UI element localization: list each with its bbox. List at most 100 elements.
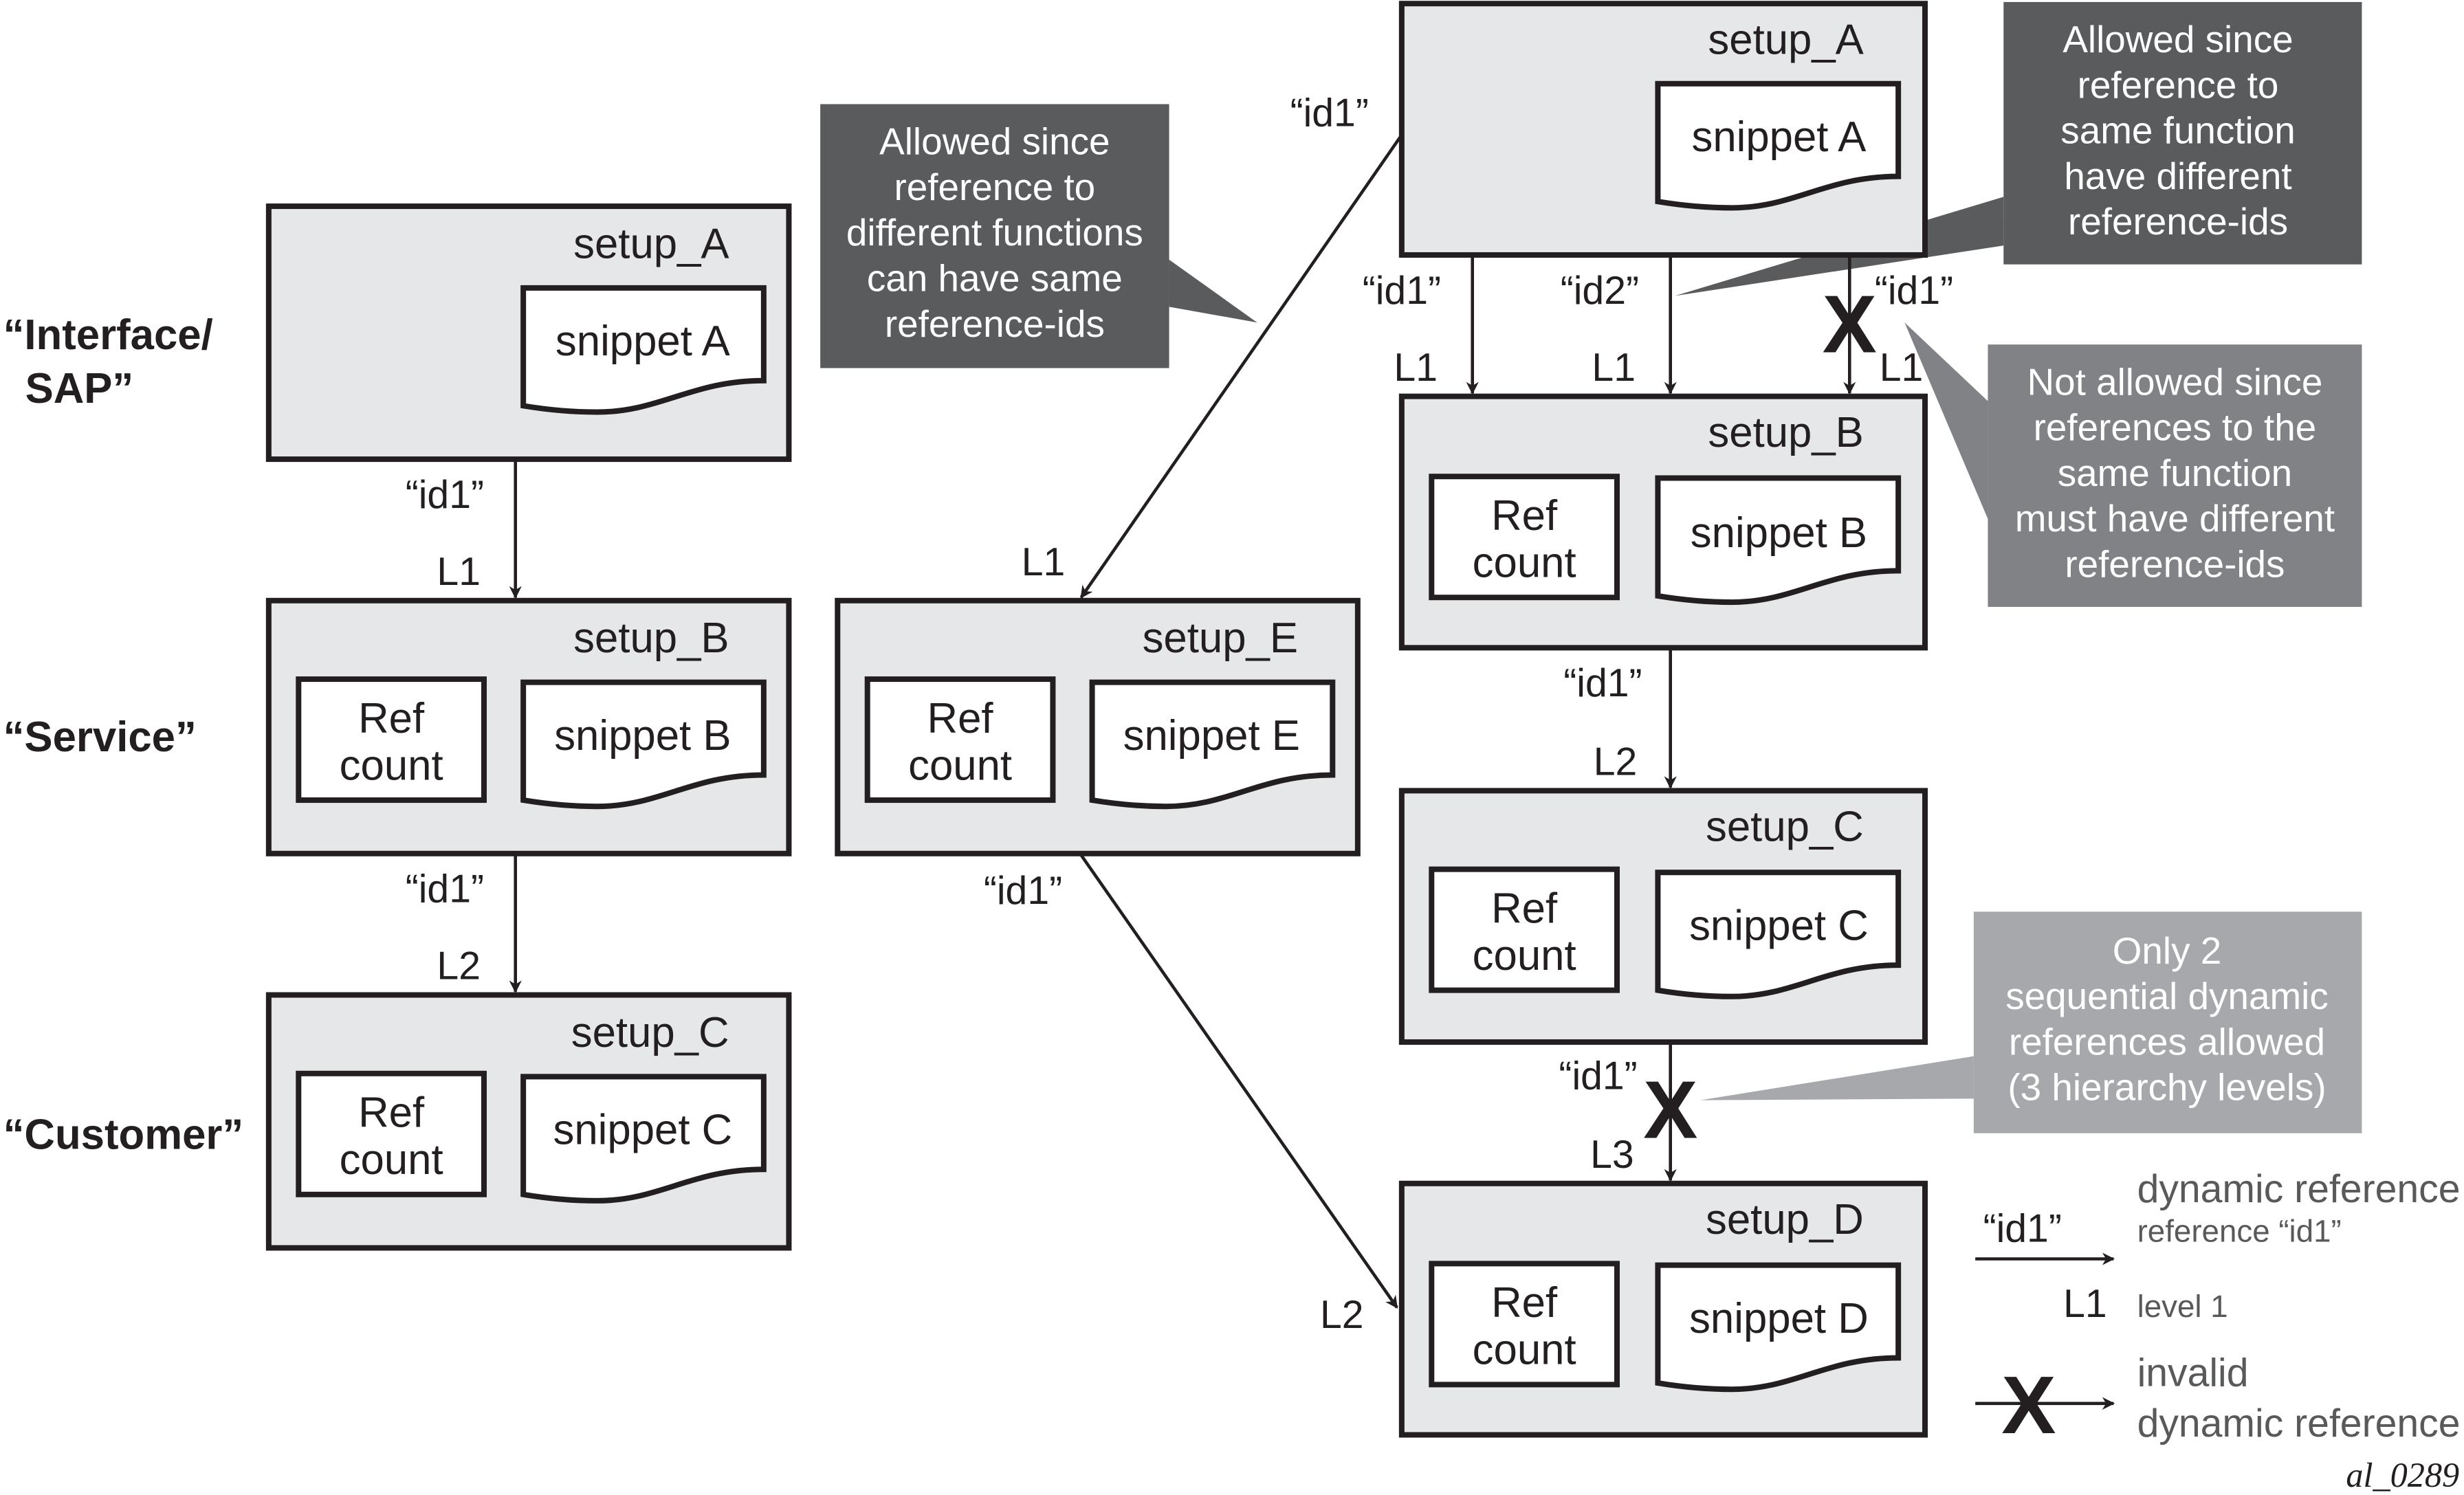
- callout-box: [2003, 1, 2362, 265]
- callout-pointer: [1700, 1056, 1974, 1100]
- reference-id-label: “id1”: [1559, 1054, 1637, 1098]
- callout-line: Allowed since: [2062, 18, 2293, 60]
- level-label: L1: [1880, 346, 1924, 390]
- legend-invalid-desc: invalid: [2137, 1351, 2249, 1395]
- ref-count-label: Ref: [358, 1089, 425, 1136]
- left-setup-b-box: setup_B Ref count snippet B: [265, 597, 792, 856]
- callout-line: Not allowed since: [2027, 360, 2323, 403]
- level-label: L2: [437, 944, 481, 988]
- tier-label-interface-sap-line2: SAP”: [25, 365, 134, 412]
- snippet-label: snippet A: [556, 318, 731, 365]
- callout-line: reference to: [2078, 63, 2279, 106]
- setup-title: setup_C: [571, 1009, 729, 1056]
- callout-line: different functions: [846, 211, 1143, 254]
- reference-arrow: [1079, 136, 1402, 599]
- figure-id: al_0289: [2346, 1456, 2459, 1494]
- snippet-label: snippet C: [1689, 902, 1869, 950]
- snippet-document-icon: [1655, 870, 1902, 999]
- callout-line: Only 2: [2113, 929, 2222, 972]
- snippet-label: snippet A: [1691, 113, 1867, 161]
- ref-count-label: Ref: [927, 695, 994, 742]
- level-label: L2: [1320, 1293, 1364, 1337]
- snippet-label: snippet E: [1123, 712, 1300, 760]
- snippet-label: snippet B: [554, 712, 731, 760]
- callout-different-functions: Allowed since reference to different fun…: [820, 104, 1257, 368]
- level-label: L1: [1394, 346, 1438, 390]
- setup-title: setup_E: [1143, 614, 1298, 662]
- edge-left-b-to-c: “id1” L2: [406, 855, 522, 993]
- callout-line: have different: [2064, 155, 2291, 197]
- mid-setup-e-box: setup_E Ref count snippet E: [835, 597, 1361, 856]
- legend-reference-id-desc: reference “id1”: [2137, 1213, 2342, 1248]
- snippet-document-icon: [520, 679, 767, 810]
- invalid-x-icon: X: [1643, 1064, 1697, 1155]
- edge-right-a-to-e: “id1” L1: [1022, 91, 1402, 599]
- level-label: L1: [437, 550, 481, 594]
- reference-id-label: “id1”: [1875, 269, 1953, 313]
- ref-count-label: count: [908, 742, 1012, 789]
- ref-count-box: [296, 1070, 487, 1197]
- ref-count-label: Ref: [358, 695, 425, 742]
- callout-line: reference to: [894, 166, 1096, 208]
- ref-count-label: count: [1473, 1327, 1576, 1374]
- ref-count-label: Ref: [1491, 492, 1558, 540]
- setup-title: setup_A: [573, 221, 729, 268]
- callout-line: can have same: [867, 256, 1123, 299]
- callout-line: Allowed since: [879, 120, 1110, 163]
- setup-title: setup_A: [1708, 16, 1864, 63]
- reference-id-label: “id1”: [984, 869, 1062, 913]
- ref-count-box: [1429, 474, 1620, 601]
- snippet-document-icon: [1655, 475, 1902, 606]
- edge-left-a-to-b: “id1” L1: [406, 461, 522, 599]
- legend-level-label: L1: [2063, 1282, 2107, 1326]
- left-setup-c-box: setup_C Ref count snippet C: [265, 992, 792, 1251]
- reference-id-label: “id1”: [1363, 269, 1441, 313]
- callout-line: (3 hierarchy levels): [2008, 1066, 2326, 1109]
- snippet-label: snippet C: [553, 1107, 733, 1154]
- callout-sequential-limit: Only 2 sequential dynamic references all…: [1700, 911, 2362, 1133]
- tier-label-interface-sap: “Interface/: [3, 311, 213, 359]
- tier-label-customer: “Customer”: [3, 1111, 244, 1158]
- callout-line: reference-ids: [2068, 200, 2288, 243]
- left-setup-a-box: setup_A snippet A: [265, 203, 792, 463]
- callout-line: same function: [2058, 452, 2292, 494]
- level-label: L1: [1592, 346, 1636, 390]
- reference-id-label: “id1”: [1290, 91, 1369, 135]
- right-setup-c-box: setup_C Ref count snippet C: [1398, 788, 1928, 1045]
- ref-count-label: count: [340, 742, 443, 789]
- invalid-x-icon: X: [1823, 279, 1877, 370]
- snippet-document-icon: [1655, 1262, 1902, 1393]
- ref-count-label: count: [340, 1136, 443, 1184]
- ref-count-label: Ref: [1491, 1279, 1558, 1327]
- legend: dynamic reference reference “id1” “id1” …: [1975, 1167, 2460, 1451]
- edge-right-a-to-b-id1: “id1” L1: [1363, 256, 1479, 395]
- snippet-document-icon: [1089, 679, 1336, 810]
- edge-right-a-to-b-id1-invalid: X “id1” L1: [1823, 256, 1953, 395]
- setup-title: setup_C: [1706, 803, 1864, 850]
- level-label: L1: [1022, 540, 1066, 584]
- callout-line: same function: [2060, 109, 2295, 152]
- callout-box: [1988, 344, 2362, 607]
- snippet-document-icon: [520, 285, 767, 415]
- setup-title: setup_D: [1706, 1196, 1864, 1243]
- snippet-label: snippet D: [1689, 1295, 1869, 1342]
- callout-line: reference-ids: [2065, 543, 2285, 586]
- ref-count-box: [296, 676, 487, 804]
- reference-id-label: “id1”: [1563, 661, 1642, 705]
- callout-line: sequential dynamic: [2005, 975, 2329, 1017]
- right-setup-a-box: setup_A snippet A: [1398, 1, 1928, 258]
- snippet-label: snippet B: [1691, 509, 1867, 557]
- ref-count-label: count: [1473, 932, 1576, 979]
- edge-e-to-right-d: “id1” L2: [984, 854, 1398, 1337]
- ref-count-box: [864, 676, 1056, 804]
- legend-invalid-desc-line2: dynamic reference: [2137, 1402, 2461, 1446]
- legend-arrow-id-label: “id1”: [1983, 1206, 2062, 1250]
- setup-title: setup_B: [1708, 409, 1863, 456]
- level-label: L2: [1594, 740, 1638, 784]
- callout-line: reference-ids: [885, 302, 1105, 345]
- setup-title: setup_B: [573, 614, 729, 662]
- callout-same-function-allowed: Allowed since reference to same function…: [1675, 1, 2362, 296]
- legend-invalid-x-icon: X: [2001, 1360, 2056, 1451]
- callout-same-function-not-allowed: Not allowed since references to the same…: [1904, 322, 2362, 607]
